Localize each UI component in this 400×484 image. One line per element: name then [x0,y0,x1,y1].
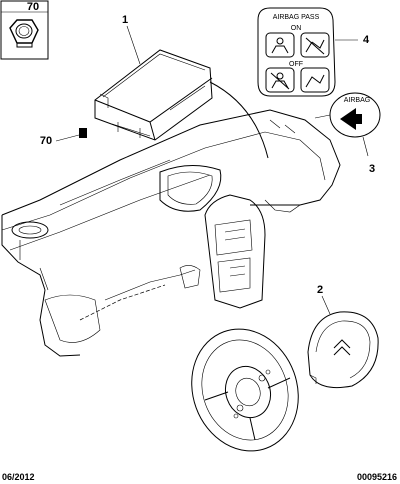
dashboard-outline [1,109,341,357]
nut-callout-label: 70 [27,1,39,13]
nut-detail-box: 70 [0,0,49,60]
switch-off-label: OFF [289,61,303,68]
passenger-airbag-module [94,49,213,141]
switch-panel-title: AIRBAG PASS [273,14,320,21]
airbag-disabled-icon [305,74,325,88]
warning-arrow-icon [340,108,362,130]
clip-callout-label: 70 [40,135,52,147]
steering-wheel [191,328,299,452]
brand-logo-icon [333,339,351,356]
airbag-deploy-icon [305,37,325,55]
airbag-off-seat-icon [270,72,290,90]
hex-nut-icon [9,19,39,48]
airbag-indicator-badge: AIRBAG [329,92,381,138]
driver-airbag-cushion [307,311,379,389]
indicator-badge-text: AIRBAG [344,97,370,104]
footer-reference: 00095216 [356,472,397,482]
airbag-module-callout-label: 1 [122,14,128,26]
switch-on-label: ON [291,25,302,32]
retaining-clip-icon [79,128,87,138]
footer-date: 06/2012 [2,472,35,482]
airbag-switch-panel: AIRBAG PASS ON OFF [257,7,336,97]
switch-panel-callout-label: 4 [363,34,370,46]
indicator-callout-label: 3 [369,163,375,175]
passenger-seat-icon [271,37,289,54]
steering-airbag-callout-label: 2 [317,284,323,296]
